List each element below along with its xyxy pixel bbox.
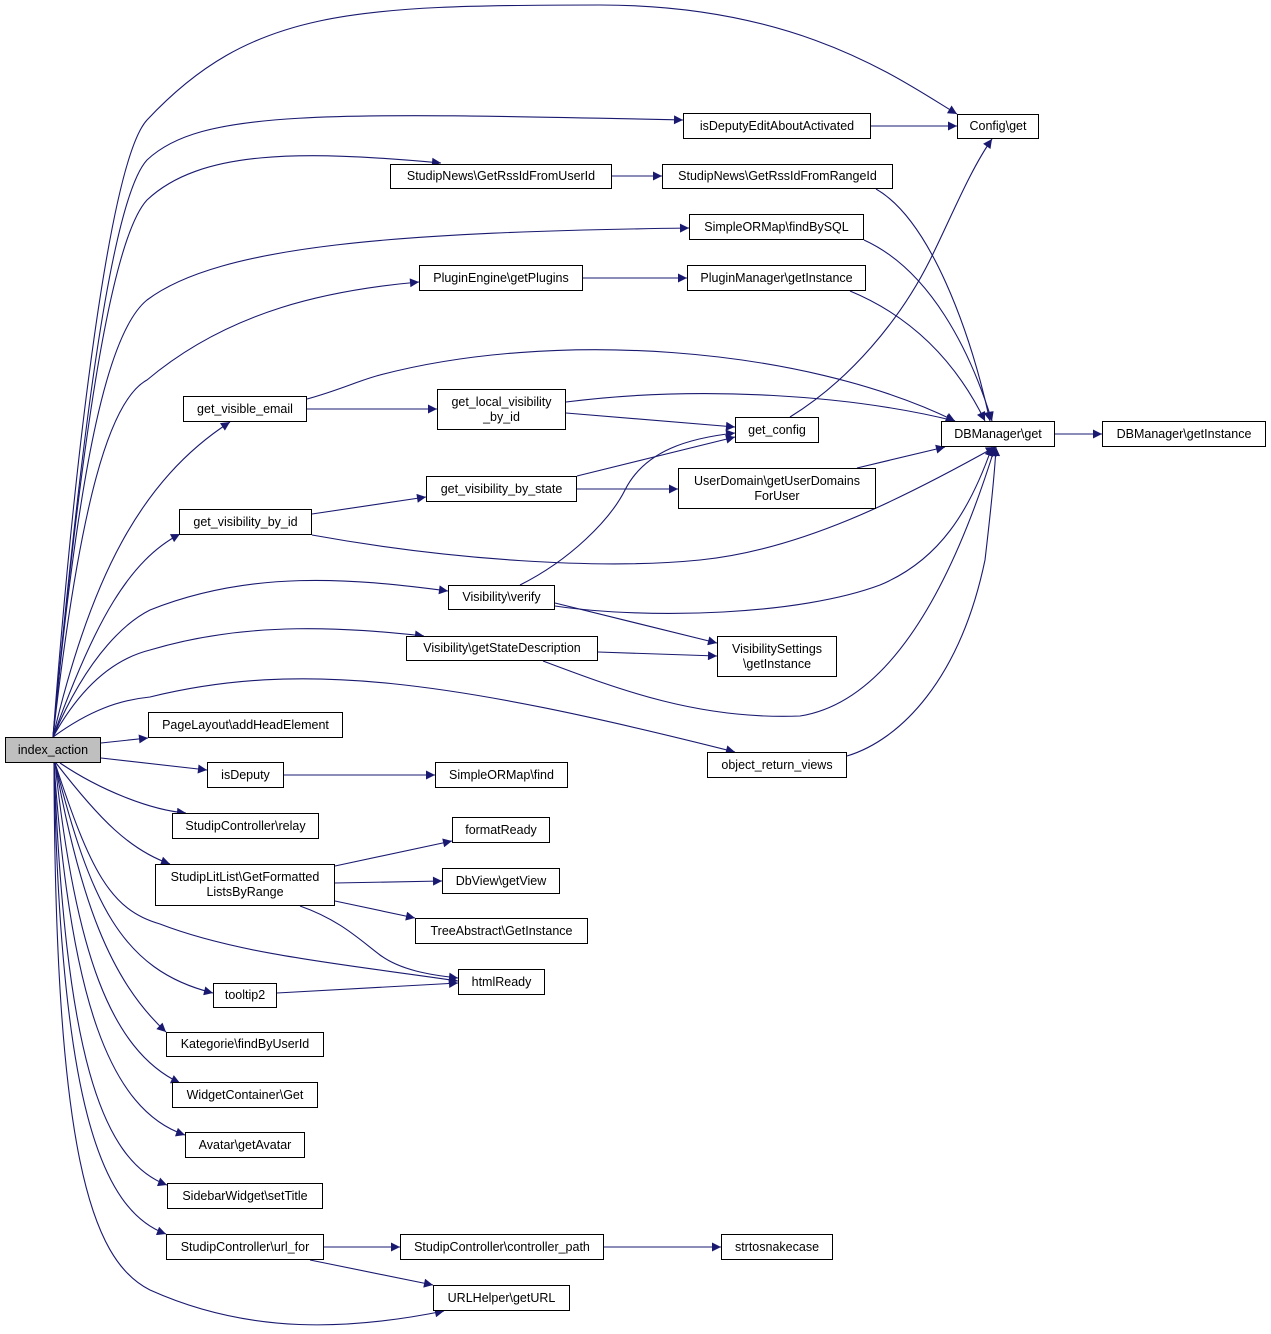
edge-from-vis-state-desc-to-vis-settings [597, 651, 718, 661]
edge-from-local-visibility-to-get-config [565, 412, 736, 431]
edge-from-news-range-to-db-get [875, 188, 993, 422]
edge-from-index-to-html-ready [54, 762, 459, 985]
node-lit-list-get-formatted-lists[interactable]: StudipLitList\GetFormatted ListsByRange [155, 864, 335, 906]
node-orm-find-by-sql[interactable]: SimpleORMap\findBySQL [689, 214, 864, 240]
node-tooltip2[interactable]: tooltip2 [213, 983, 277, 1008]
edge-from-orm-find-by-sql-to-db-get [863, 239, 994, 422]
node-db-manager-get[interactable]: DBManager\get [941, 421, 1055, 447]
edge-from-tooltip2-to-html-ready [276, 979, 459, 994]
node-studip-controller-relay[interactable]: StudipController\relay [172, 813, 319, 839]
node-kategorie-find-by-user-id[interactable]: Kategorie\findByUserId [166, 1032, 324, 1057]
node-db-manager-get-instance[interactable]: DBManager\getInstance [1102, 421, 1266, 447]
edge-from-visible-email-to-db-get [306, 349, 956, 422]
edge-from-vis-by-id-to-db-get [311, 446, 996, 565]
node-get-config[interactable]: get_config [735, 417, 819, 443]
edge-from-index-to-is-deputy-edit [52, 115, 684, 738]
edge-from-index-to-avatar [53, 762, 186, 1137]
node-strtosnakecase[interactable]: strtosnakecase [721, 1234, 833, 1260]
edge-from-index-to-object-views [52, 678, 736, 755]
node-tree-abstract-get-instance[interactable]: TreeAbstract\GetInstance [415, 918, 588, 944]
edge-from-index-to-visible-email [52, 421, 231, 738]
edge-from-index-to-is-deputy [100, 757, 208, 774]
node-get-local-visibility-by-id[interactable]: get_local_visibility _by_id [437, 389, 566, 430]
node-widget-container-get[interactable]: WidgetContainer\Get [172, 1082, 318, 1108]
edge-from-index-to-url-for [53, 762, 167, 1236]
node-avatar-get-avatar[interactable]: Avatar\getAvatar [185, 1132, 305, 1158]
node-visibility-verify[interactable]: Visibility\verify [448, 585, 555, 610]
node-visibility-settings-get-instance[interactable]: VisibilitySettings \getInstance [717, 636, 837, 677]
node-is-deputy-edit-about-activated[interactable]: isDeputyEditAboutActivated [683, 113, 871, 139]
edge-from-lit-list-to-db-view [334, 876, 443, 886]
node-news-rss-from-user[interactable]: StudipNews\GetRssIdFromUserId [390, 164, 612, 189]
edge-from-index-to-vis-by-id [52, 533, 181, 738]
edge-from-index-to-tooltip2 [54, 762, 214, 996]
edge-from-object-views-to-db-get [846, 446, 1001, 757]
node-get-visible-email[interactable]: get_visible_email [183, 396, 307, 422]
edge-from-index-to-config-get [52, 4, 958, 738]
edge-from-index-to-vis-verify [52, 579, 449, 738]
node-plugin-manager-get-instance[interactable]: PluginManager\getInstance [687, 265, 866, 291]
node-user-domain-get-user-domains[interactable]: UserDomain\getUserDomains ForUser [678, 468, 876, 509]
node-sidebar-widget-set-title[interactable]: SidebarWidget\setTitle [167, 1183, 323, 1209]
edge-from-lit-list-to-tree-abstract [334, 900, 416, 921]
node-studip-controller-url-for[interactable]: StudipController\url_for [166, 1234, 324, 1260]
edge-from-index-to-widget-container [54, 762, 181, 1084]
edge-from-get-config-to-config-get [789, 138, 993, 418]
edge-from-lit-list-to-format-ready [334, 838, 453, 867]
edge-from-index-to-lit-list [55, 762, 171, 866]
node-get-visibility-by-state[interactable]: get_visibility_by_state [426, 476, 577, 502]
node-object-return-views[interactable]: object_return_views [707, 752, 847, 778]
edge-from-index-to-kategorie [54, 762, 167, 1033]
edge-from-index-to-relay [59, 762, 187, 817]
edge-from-index-to-page-layout [100, 734, 149, 744]
node-html-ready[interactable]: htmlReady [458, 969, 545, 995]
node-url-helper-get-url[interactable]: URLHelper\getURL [433, 1285, 570, 1311]
node-get-visibility-by-id[interactable]: get_visibility_by_id [179, 509, 312, 535]
node-config-get[interactable]: Config\get [957, 114, 1039, 139]
edge-from-vis-verify-to-get-config [519, 429, 736, 586]
node-orm-find[interactable]: SimpleORMap\find [435, 762, 568, 788]
node-news-rss-from-range[interactable]: StudipNews\GetRssIdFromRangeId [662, 164, 893, 189]
edge-from-index-to-vis-state-desc [52, 628, 425, 738]
edge-from-index-to-url-helper [53, 762, 445, 1326]
edge-from-index-to-plugin-engine [52, 278, 420, 738]
edge-from-local-visibility-to-db-get [565, 393, 956, 424]
node-is-deputy[interactable]: isDeputy [207, 762, 284, 788]
node-plugin-engine-get-plugins[interactable]: PluginEngine\getPlugins [419, 265, 583, 291]
edge-from-index-to-sidebar-widget [53, 762, 168, 1187]
node-visibility-get-state-description[interactable]: Visibility\getStateDescription [406, 636, 598, 661]
edge-from-vis-verify-to-db-get [554, 446, 994, 614]
edge-from-url-for-to-url-helper [309, 1259, 434, 1288]
node-studip-controller-controller-path[interactable]: StudipController\controller_path [400, 1234, 604, 1260]
edge-from-user-domains-to-db-get [856, 444, 946, 469]
node-page-layout-add-head-element[interactable]: PageLayout\addHeadElement [148, 712, 343, 738]
node-index-action: index_action [5, 737, 101, 763]
edge-from-plugin-manager-to-db-get [849, 290, 986, 422]
edge-from-index-to-news-user [52, 155, 442, 738]
edge-from-index-to-orm-find-by-sql [52, 223, 690, 738]
edge-from-lit-list-to-html-ready [299, 905, 459, 982]
node-format-ready[interactable]: formatReady [452, 817, 550, 843]
edge-from-vis-by-id-to-vis-by-state [311, 493, 427, 515]
edge-from-vis-state-desc-to-db-get [542, 446, 997, 717]
node-db-view-get-view[interactable]: DbView\getView [442, 868, 560, 894]
